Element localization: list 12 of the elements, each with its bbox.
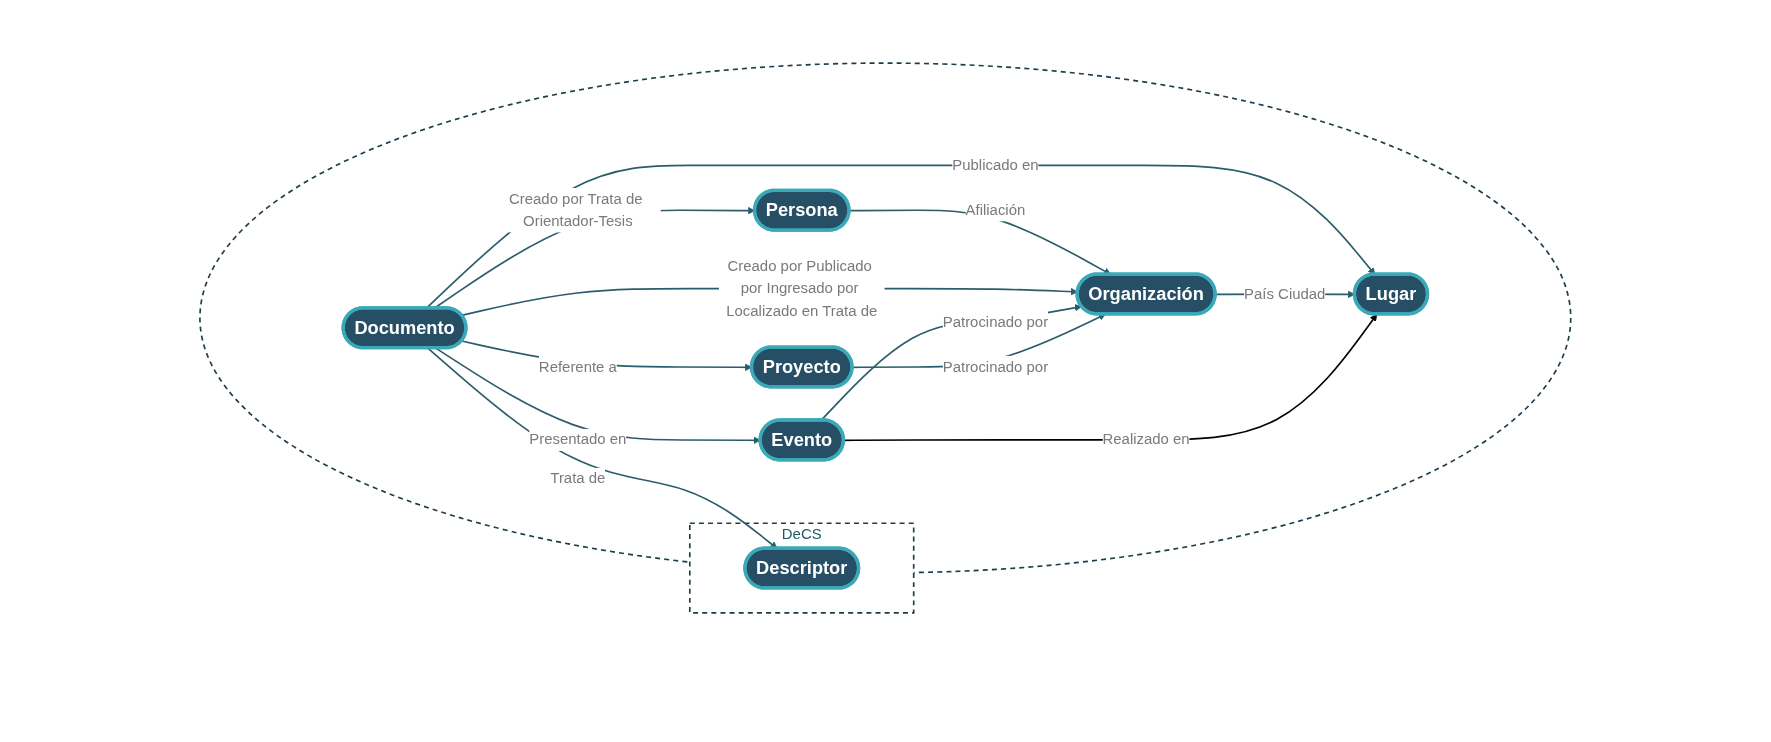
edge-label: País Ciudad bbox=[1244, 285, 1326, 302]
edge-label: Patrocinado por bbox=[942, 313, 1049, 331]
edge-label: Realizado en bbox=[1102, 431, 1190, 448]
edge-label: Patrocinado por bbox=[942, 358, 1049, 375]
edge-label: Afiliación bbox=[965, 201, 1026, 219]
edge-label: Publicado en bbox=[952, 156, 1039, 174]
edge-label: Presentado en bbox=[529, 431, 627, 448]
edge-label: Creado por Trata de Orientador-Tesis bbox=[509, 190, 643, 230]
edge-label: Trata de bbox=[550, 470, 606, 487]
edge-label: Creado por Publicado por Ingresado por Localizado en Trata de bbox=[726, 257, 878, 319]
edge-label: Referente a bbox=[539, 358, 618, 375]
arrow bbox=[427, 347, 778, 549]
